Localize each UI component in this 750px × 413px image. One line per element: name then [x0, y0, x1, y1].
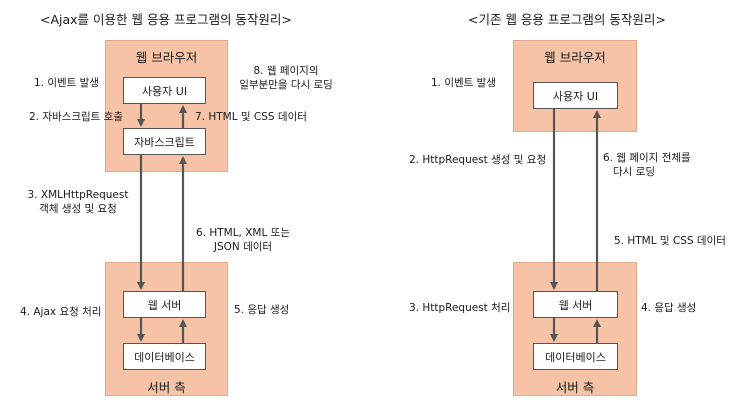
ajax-browser-title: 웹 브라우저	[135, 50, 198, 65]
traditional-diagram-title: <기존 웹 응용 프로그램의 동작원리>	[468, 12, 666, 27]
ajax-diagram-title: <Ajax를 이용한 웹 응용 프로그램의 동작원리>	[40, 12, 292, 27]
traditional-step1-label: 1. 이벤트 발생	[431, 77, 496, 89]
ajax-database-box: 데이터베이스	[123, 343, 206, 370]
traditional-browser-title: 웹 브라우저	[544, 50, 606, 65]
traditional-step4-label: 4. 응답 생성	[641, 302, 697, 314]
ajax-server-container	[105, 262, 228, 396]
traditional-server-container	[513, 262, 637, 396]
ajax-javascript-box: 자바스크립트	[123, 128, 206, 155]
ajax-step2-label: 2. 자바스크립트 호출	[29, 111, 123, 123]
ajax-step7-label: 7. HTML 및 CSS 데이터	[195, 111, 307, 123]
ajax-user-ui-box: 사용자 UI	[123, 77, 206, 104]
traditional-step5-label: 5. HTML 및 CSS 데이터	[614, 235, 726, 247]
ajax-server-title: 서버 측	[147, 380, 186, 395]
traditional-database-box: 데이터베이스	[533, 343, 618, 370]
traditional-web-server-box: 웹 서버	[533, 291, 618, 318]
ajax-step4-label: 4. Ajax 요청 처리	[20, 306, 102, 318]
traditional-user-ui-box: 사용자 UI	[533, 82, 618, 109]
traditional-step3-label: 3. HttpRequest 처리	[409, 302, 511, 314]
traditional-server-title: 서버 측	[555, 380, 595, 395]
ajax-step1-label: 1. 이벤트 발생	[34, 77, 99, 89]
ajax-step5-label: 5. 응답 생성	[234, 304, 290, 316]
ajax-web-server-box: 웹 서버	[123, 291, 206, 318]
traditional-step2-label: 2. HttpRequest 생성 및 요청	[409, 154, 547, 166]
